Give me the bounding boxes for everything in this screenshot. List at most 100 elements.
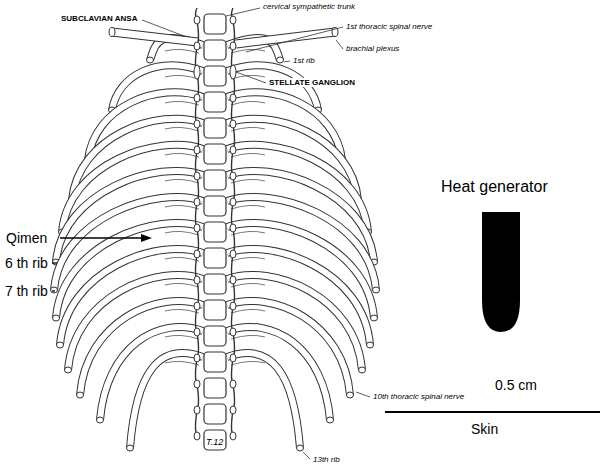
rib-fill	[62, 145, 203, 232]
vertebra	[204, 40, 226, 60]
anatomy-label: 1st rib	[292, 56, 316, 65]
rib-fill	[72, 119, 203, 200]
spinal-nerve	[165, 153, 199, 157]
spinal-nerve	[231, 101, 265, 105]
rib	[130, 353, 203, 448]
spinal-nerve	[165, 231, 199, 235]
rib-cut-end	[373, 287, 380, 293]
anatomy-label: cervical sympathetic trunk	[262, 2, 356, 11]
vertebra	[204, 14, 226, 34]
spinal-nerve	[165, 75, 199, 79]
vertebra	[204, 222, 226, 242]
anatomy-label: T.12	[205, 437, 224, 447]
ganglion	[230, 354, 236, 362]
anatomy-label: 13th rib	[312, 455, 341, 464]
ganglion	[230, 250, 236, 258]
rib	[227, 353, 300, 448]
ganglion	[194, 65, 200, 79]
ganglion	[230, 120, 236, 128]
ganglion	[194, 16, 200, 24]
rib-cut-end	[77, 392, 84, 398]
vertebra	[204, 404, 226, 424]
rib-fill	[227, 353, 300, 448]
anatomy-label: 10th thoracic spinal nerve	[372, 392, 465, 401]
anatomy-label: 1st thoracic spinal nerve	[345, 22, 433, 31]
spinal-nerve	[165, 335, 199, 339]
rib	[227, 145, 368, 232]
rib-cut-end	[97, 417, 104, 423]
spinal-nerve	[165, 179, 199, 183]
ganglion	[230, 16, 236, 24]
rib-fill	[227, 119, 358, 200]
ganglion	[230, 406, 236, 414]
rib	[72, 119, 203, 200]
rib-cage	[51, 38, 380, 451]
vertebra	[204, 352, 226, 372]
ganglion	[194, 380, 200, 388]
ganglion	[194, 406, 200, 414]
rib-cut-end	[371, 315, 378, 321]
rib-cut-end	[51, 287, 58, 293]
ganglion	[230, 302, 236, 310]
spinal-nerve	[165, 205, 199, 209]
ganglion	[194, 42, 200, 50]
ganglion	[230, 276, 236, 284]
ganglion	[230, 42, 236, 50]
vertebra	[204, 92, 226, 112]
anatomy-label: 6 th rib	[4, 255, 49, 271]
ganglion	[230, 224, 236, 232]
spinal-nerve	[231, 309, 265, 313]
ganglion	[194, 198, 200, 206]
rib-cut-end	[147, 57, 154, 63]
vertebra	[204, 196, 226, 216]
rib-cut-end	[127, 445, 134, 451]
vertebra	[204, 274, 226, 294]
spinal-nerve	[231, 231, 265, 235]
vertebra	[204, 66, 226, 86]
ganglion	[194, 354, 200, 362]
rib-cut-end	[53, 315, 60, 321]
rib-cut-end	[359, 367, 366, 373]
rib	[62, 145, 203, 232]
vertebra	[204, 248, 226, 268]
spinal-nerve	[165, 283, 199, 287]
anatomy-label: STELLATE GANGLION	[268, 78, 356, 87]
spinal-nerve	[165, 101, 199, 105]
ganglion	[194, 328, 200, 336]
anatomy-label: SUBCLAVIAN ANSA	[60, 14, 138, 23]
ganglion	[194, 146, 200, 154]
vertebra	[204, 326, 226, 346]
vertebra	[204, 378, 226, 398]
rib-cut-end	[57, 342, 64, 348]
ganglion	[230, 146, 236, 154]
ganglion	[230, 94, 236, 102]
ganglion	[194, 302, 200, 310]
ganglion	[194, 224, 200, 232]
ganglion	[194, 172, 200, 180]
anatomy-label: Qimen	[5, 230, 48, 246]
spinal-nerve	[165, 49, 199, 53]
spinal-nerve	[165, 361, 199, 365]
anatomy-label: brachial plexus	[345, 44, 400, 53]
leader-lines	[142, 8, 370, 459]
callout-arrows	[52, 234, 152, 291]
rib-fill	[130, 353, 203, 448]
ganglion	[194, 94, 200, 102]
ganglion	[194, 120, 200, 128]
rib-cut-end	[297, 445, 304, 451]
subclavian-vessels	[109, 28, 338, 45]
spinal-nerve	[165, 127, 199, 131]
vertebra	[204, 118, 226, 138]
vertebra	[204, 300, 226, 320]
spinal-nerve	[165, 257, 199, 261]
ganglion	[230, 432, 236, 440]
ganglion	[230, 172, 236, 180]
spinal-nerve	[231, 257, 265, 261]
anatomy-label: Heat generator	[440, 178, 549, 196]
spinal-nerve	[231, 127, 265, 131]
vertebra	[204, 144, 226, 164]
ganglion	[194, 432, 200, 440]
spinal-nerve	[231, 205, 265, 209]
